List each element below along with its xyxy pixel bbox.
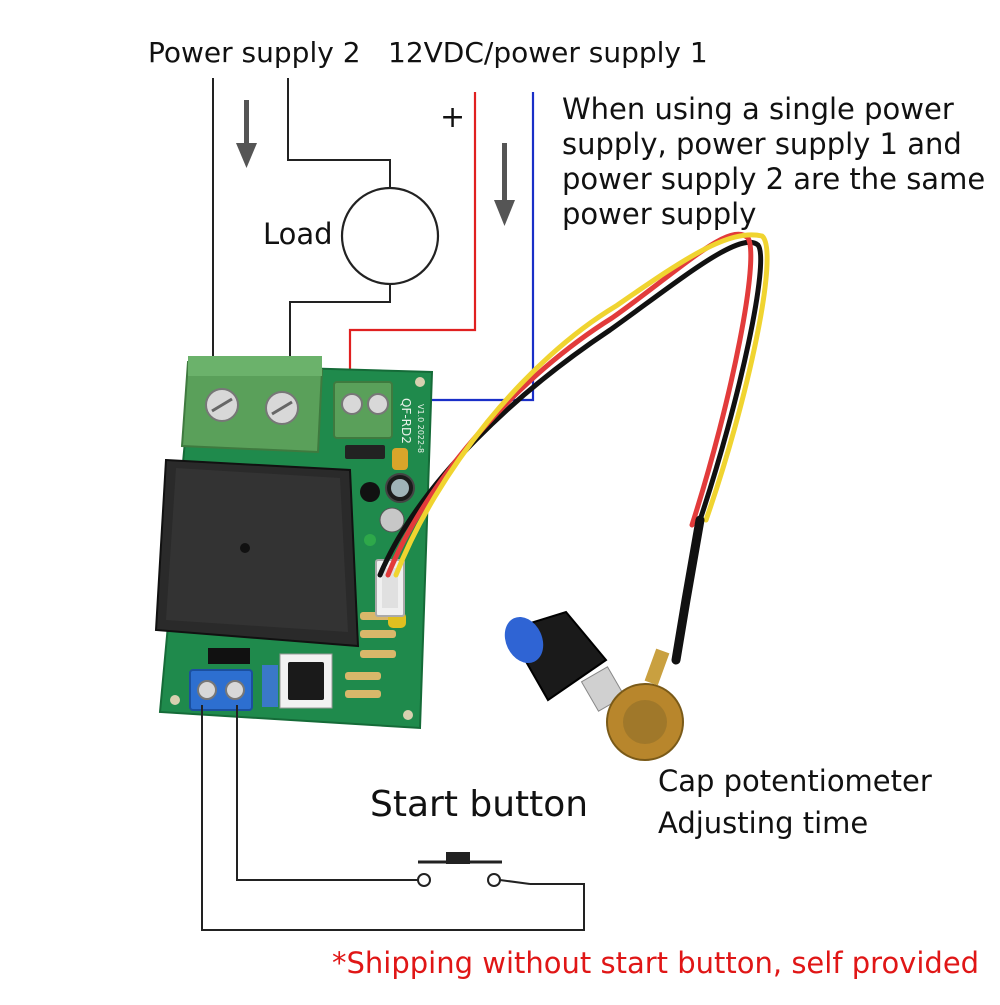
shipping-note: *Shipping without start button, self pro… [332, 946, 980, 980]
silk-model: QF-RD2 [399, 398, 413, 444]
load-to-terminal-wire [289, 283, 391, 395]
note-line: supply, power supply 1 and [562, 127, 962, 161]
screw-icon[interactable] [367, 393, 389, 415]
button-contact-right [487, 873, 501, 887]
screw-icon[interactable] [341, 393, 363, 415]
load-label: Load [263, 217, 333, 251]
start-button-symbol[interactable] [446, 852, 470, 864]
load-terminal-block[interactable] [180, 356, 324, 454]
screw-icon[interactable] [225, 680, 245, 700]
button-contact-left [417, 873, 431, 887]
single-supply-note: When using a single power supply, power … [562, 92, 986, 232]
note-line: power supply [562, 197, 757, 231]
screw-icon[interactable] [197, 680, 217, 700]
cable-yellow [393, 232, 770, 578]
load-circuit-wires [212, 78, 391, 395]
note-line: When using a single power [562, 92, 954, 126]
button-wire-inner [236, 705, 418, 881]
button-wire-outer [201, 705, 585, 931]
power-supply-2-to-load-wire [287, 78, 391, 188]
cable-sleeve [671, 515, 705, 665]
silk-version: V1.0 2022-8 [416, 404, 425, 453]
start-button-terminal[interactable] [189, 669, 253, 711]
potentiometer-label: Cap potentiometer [658, 764, 932, 798]
positive-sign: + [440, 100, 466, 135]
adjusting-time-label: Adjusting time [658, 806, 869, 840]
knob-cap-top [504, 616, 544, 664]
potentiometer-cable [377, 231, 770, 665]
relay [154, 458, 360, 648]
current-arrow-right [494, 143, 515, 226]
current-arrow-left [236, 100, 257, 168]
timer-relay-module: DC QF-RD2 V1.0 2022-8 [154, 356, 434, 730]
power-supply-2-label: Power supply 2 [148, 36, 361, 69]
start-button-label: Start button [370, 784, 589, 825]
potentiometer[interactable] [498, 610, 684, 761]
power-supply-1-label: 12VDC/power supply 1 [388, 36, 708, 69]
load-symbol [340, 186, 440, 286]
power-supply-1-negative-wire [382, 92, 535, 402]
power-supply-1-positive-wire [348, 92, 477, 395]
note-line: power supply 2 are the same [562, 162, 986, 196]
dc-input-terminal[interactable] [333, 381, 393, 439]
pcb-components [170, 370, 425, 720]
ic-chip [279, 653, 333, 709]
